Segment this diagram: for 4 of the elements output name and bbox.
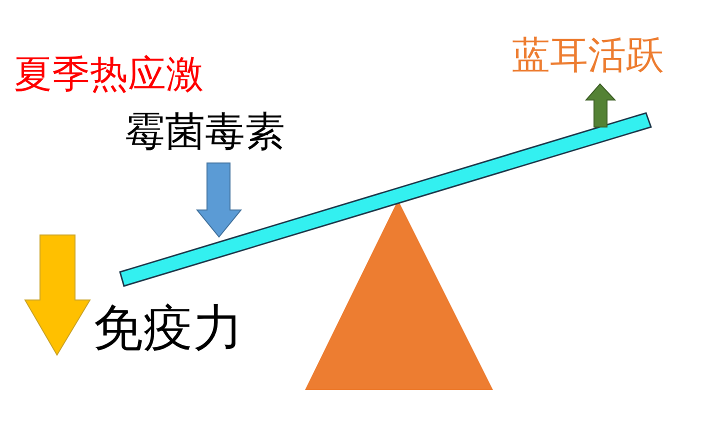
mycotoxin-label: 霉菌毒素 [125,112,285,152]
heat-stress-label: 夏季热应激 [14,55,204,93]
immunity-label: 免疫力 [93,303,243,353]
virus-label: 蓝耳活跃 [512,36,664,74]
